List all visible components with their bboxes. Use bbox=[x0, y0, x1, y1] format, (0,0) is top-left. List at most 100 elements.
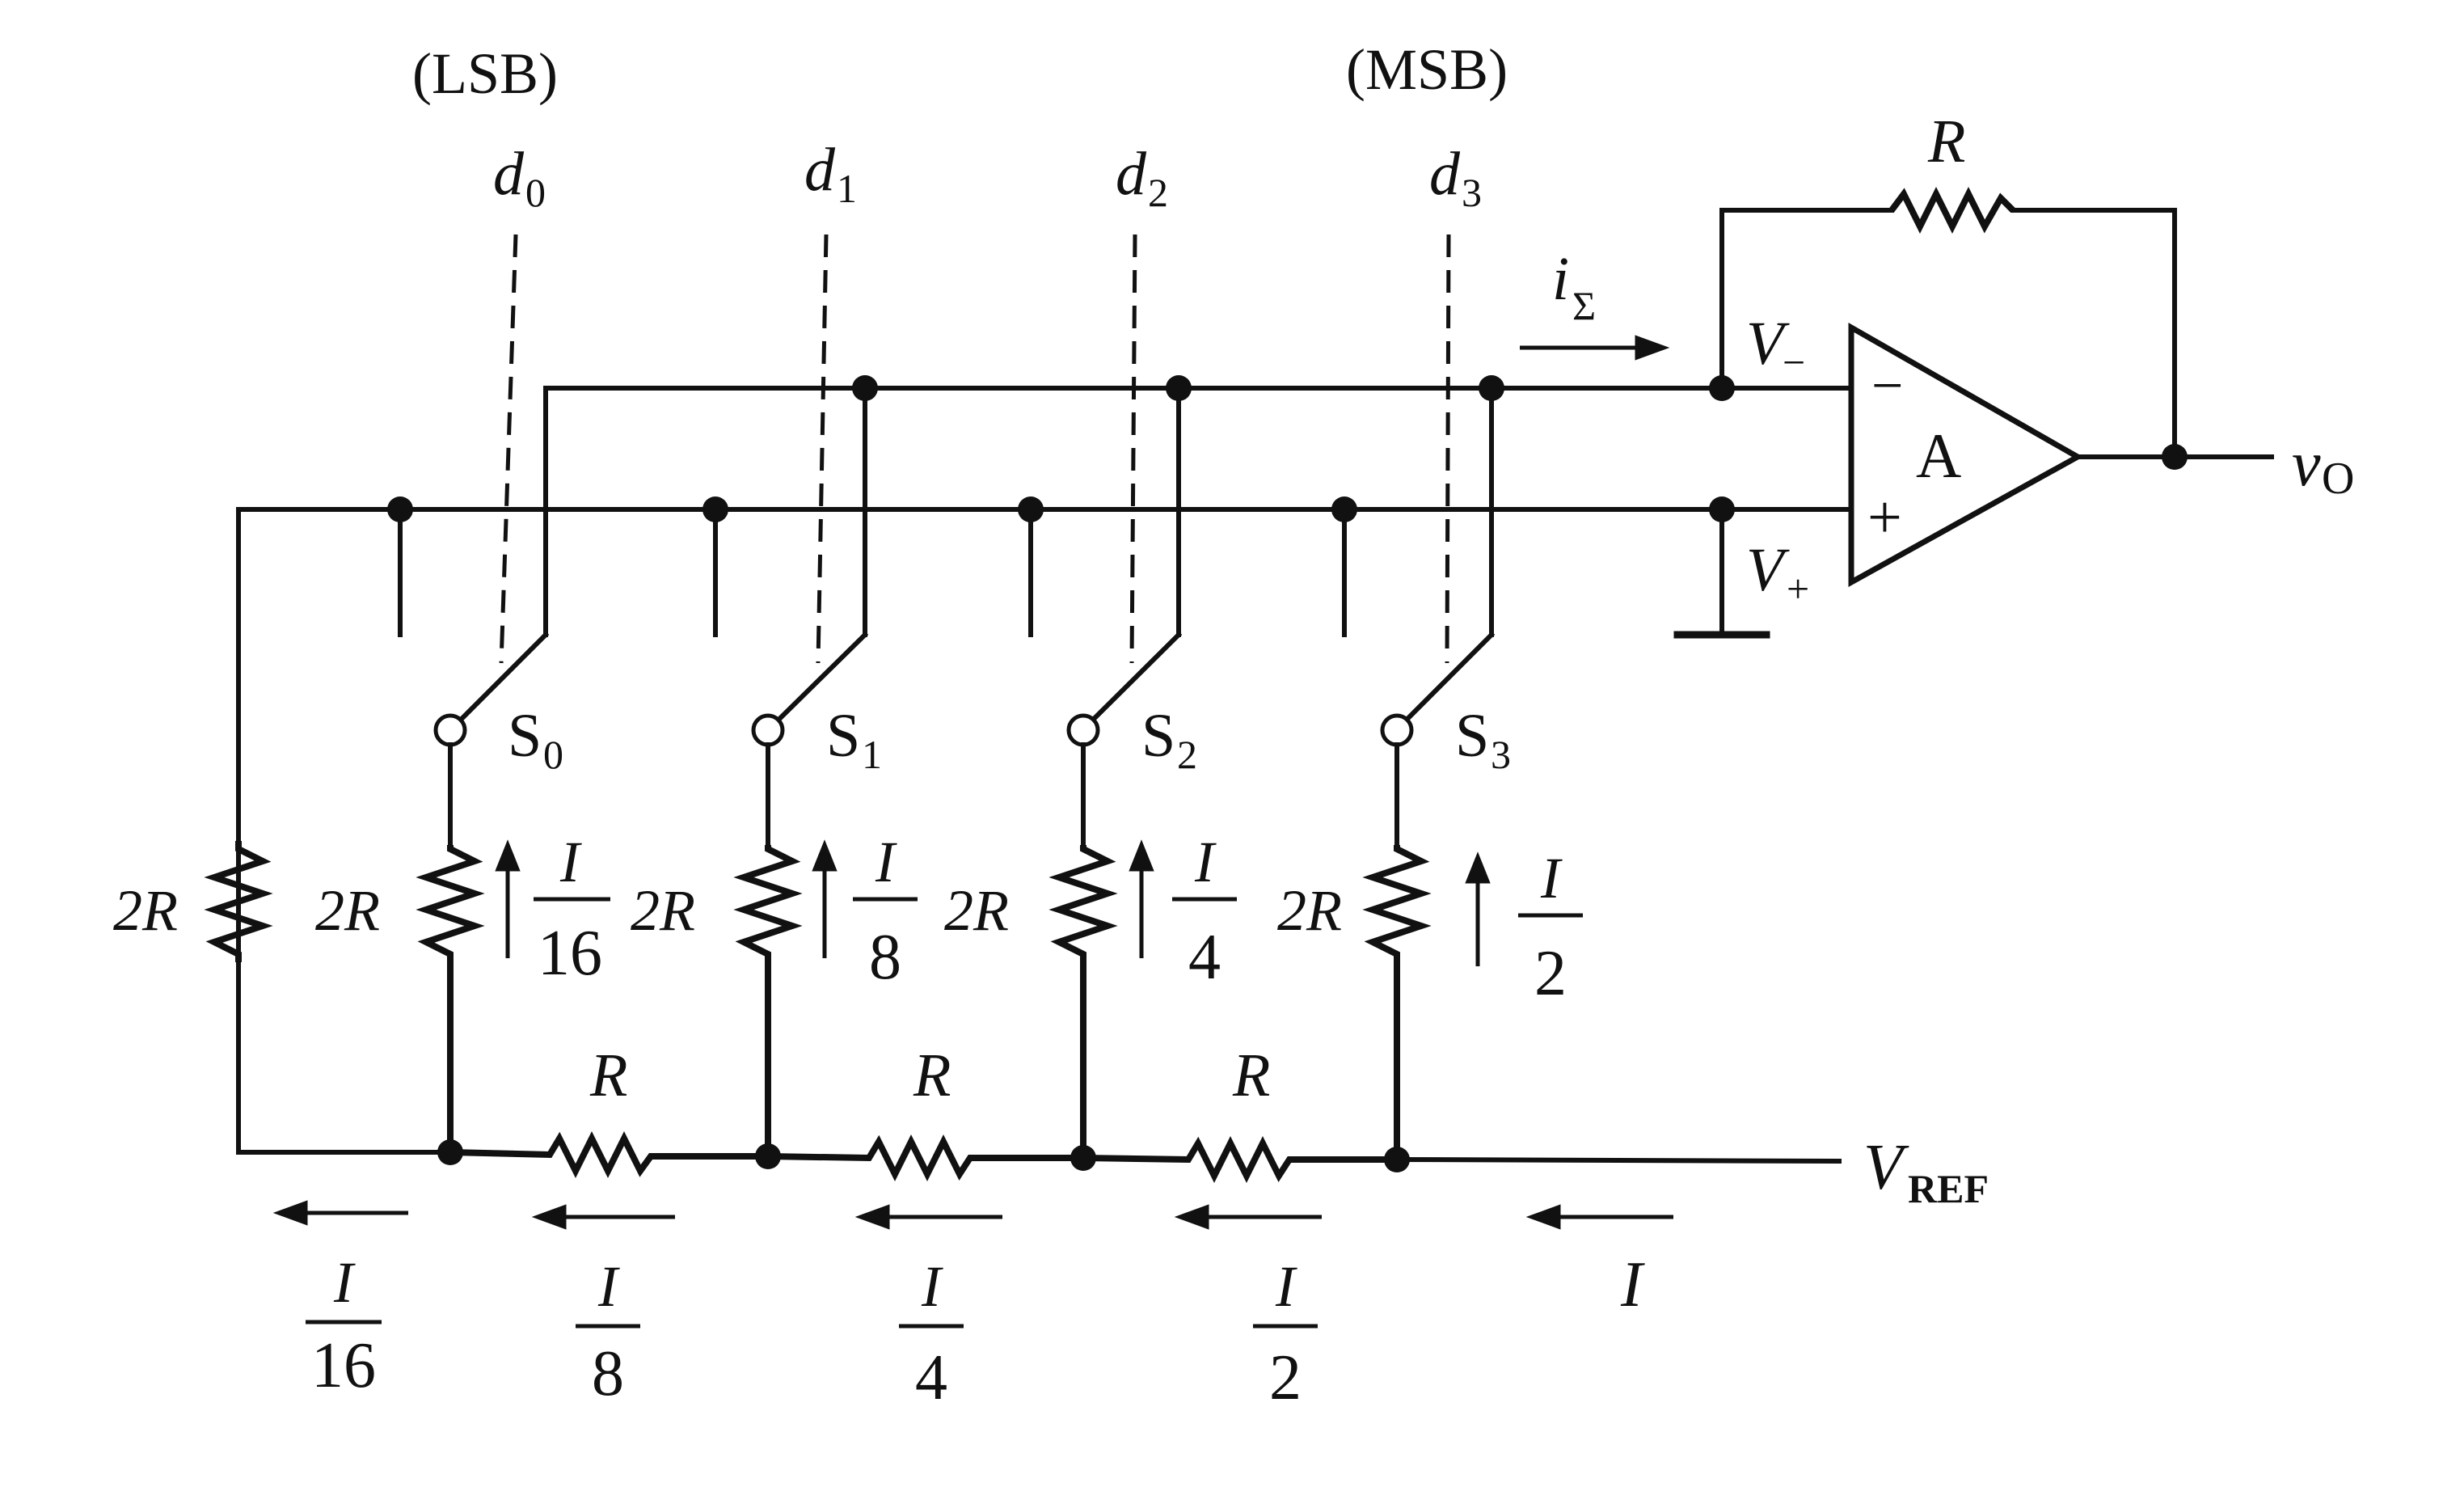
v-plus-label: V + bbox=[1746, 536, 1809, 611]
svg-text:O: O bbox=[2322, 454, 2354, 504]
current-sum-label: i Σ bbox=[1552, 245, 1596, 328]
svg-text:V: V bbox=[1746, 536, 1790, 604]
junction-dot bbox=[1331, 496, 1357, 522]
ladder-current-arrow bbox=[531, 1204, 675, 1230]
lsb-label: (LSB) bbox=[412, 41, 558, 106]
total-current-arrow bbox=[1525, 1204, 1673, 1230]
svg-text:2: 2 bbox=[1269, 1342, 1302, 1413]
svg-text:i: i bbox=[1552, 245, 1569, 313]
svg-text:4: 4 bbox=[1188, 922, 1221, 993]
resistor-2r-branch-1 bbox=[733, 845, 803, 1152]
inverting-input-sign: − bbox=[1871, 355, 1903, 417]
resistor-label-2r: 2R bbox=[113, 878, 178, 943]
svg-text:2: 2 bbox=[1534, 938, 1567, 1009]
junction-dot bbox=[1479, 375, 1504, 401]
svg-text:I: I bbox=[1194, 830, 1217, 894]
branch-current-arrow bbox=[495, 839, 521, 958]
feedback-network bbox=[1719, 187, 2177, 459]
resistor-label-2r: 2R bbox=[944, 878, 1009, 943]
vref-label: V REF bbox=[1863, 1132, 1989, 1211]
svg-text:d: d bbox=[804, 136, 836, 204]
ladder-current-arrow bbox=[854, 1204, 1002, 1230]
branch-current-label: I 2 bbox=[1518, 846, 1583, 1009]
op-amp bbox=[1719, 322, 2274, 587]
svg-text:I: I bbox=[1540, 846, 1563, 910]
svg-text:REF: REF bbox=[1908, 1166, 1989, 1211]
noninverting-input-sign: + bbox=[1867, 484, 1902, 551]
resistor-label-r: R bbox=[1232, 1041, 1270, 1109]
svg-text:S: S bbox=[1455, 702, 1489, 770]
ladder-current-label: I 4 bbox=[899, 1254, 964, 1413]
junction-dot bbox=[2162, 444, 2188, 470]
ladder-current-label: I 2 bbox=[1253, 1254, 1318, 1413]
svg-text:1: 1 bbox=[837, 166, 857, 211]
svg-text:S: S bbox=[508, 702, 542, 770]
ground-bus bbox=[236, 507, 1854, 1155]
svg-text:I: I bbox=[1275, 1254, 1297, 1319]
svg-text:16: 16 bbox=[538, 918, 602, 989]
bit-label-d0: d 0 bbox=[493, 140, 546, 215]
junction-dot bbox=[1384, 1147, 1410, 1172]
branch-current-arrow bbox=[1465, 851, 1491, 966]
bit-label-d1: d 1 bbox=[804, 136, 857, 211]
resistor-2r-branch-2 bbox=[1048, 845, 1118, 1152]
junction-dot bbox=[852, 375, 878, 401]
svg-text:I: I bbox=[333, 1250, 356, 1315]
branch-current-label: I 4 bbox=[1172, 830, 1237, 993]
svg-text:I: I bbox=[559, 830, 582, 894]
branch-current-label: I 16 bbox=[534, 830, 610, 989]
svg-text:v: v bbox=[2292, 429, 2321, 500]
svg-text:2: 2 bbox=[1177, 732, 1197, 777]
resistor-label-r: R bbox=[589, 1041, 627, 1109]
junction-dot bbox=[387, 496, 413, 522]
switch-s3 bbox=[1380, 631, 1496, 847]
bit-label-d2: d 2 bbox=[1116, 140, 1168, 215]
resistor-label-2r: 2R bbox=[631, 878, 695, 943]
svg-text:4: 4 bbox=[915, 1342, 947, 1413]
svg-text:16: 16 bbox=[311, 1330, 376, 1401]
control-line-d1 bbox=[816, 234, 829, 664]
svg-text:−: − bbox=[1783, 340, 1805, 385]
junction-dot bbox=[1070, 1145, 1096, 1171]
branch-current-arrow bbox=[1129, 839, 1154, 958]
junction-dot bbox=[1166, 375, 1192, 401]
svg-text:Σ: Σ bbox=[1572, 283, 1596, 328]
switch-s0 bbox=[433, 631, 550, 847]
svg-text:8: 8 bbox=[869, 922, 901, 993]
resistor-label-2r: 2R bbox=[315, 878, 380, 943]
junction-dot bbox=[437, 1139, 463, 1165]
svg-text:8: 8 bbox=[592, 1338, 624, 1409]
msb-label: (MSB) bbox=[1346, 37, 1508, 102]
svg-text:I: I bbox=[597, 1254, 620, 1319]
total-current-label: I bbox=[1620, 1249, 1645, 1320]
svg-text:d: d bbox=[1116, 140, 1147, 208]
junction-dot bbox=[755, 1143, 781, 1169]
svg-text:S: S bbox=[1141, 702, 1175, 770]
svg-text:3: 3 bbox=[1462, 170, 1482, 215]
control-line-d0 bbox=[499, 234, 518, 664]
junction-dot bbox=[702, 496, 728, 522]
junction-dot bbox=[1018, 496, 1044, 522]
svg-text:2: 2 bbox=[1148, 170, 1168, 215]
svg-text:S: S bbox=[826, 702, 860, 770]
op-amp-label: A bbox=[1916, 420, 1961, 491]
resistor-2r-terminating bbox=[204, 841, 273, 962]
resistor-2r-branch-3 bbox=[1362, 845, 1432, 1152]
svg-text:d: d bbox=[493, 140, 525, 208]
svg-text:3: 3 bbox=[1491, 732, 1511, 777]
bit-label-d3: d 3 bbox=[1429, 140, 1482, 215]
control-line-d2 bbox=[1129, 234, 1137, 664]
svg-text:0: 0 bbox=[525, 170, 546, 215]
svg-text:0: 0 bbox=[543, 732, 563, 777]
svg-text:1: 1 bbox=[862, 732, 882, 777]
control-line-d3 bbox=[1445, 234, 1451, 664]
svg-text:I: I bbox=[875, 830, 897, 894]
resistor-label-2r: 2R bbox=[1277, 878, 1342, 943]
current-sum-arrow bbox=[1520, 335, 1670, 361]
branch-current-label: I 8 bbox=[853, 830, 918, 993]
ladder-bottom-rail bbox=[236, 1131, 1842, 1183]
